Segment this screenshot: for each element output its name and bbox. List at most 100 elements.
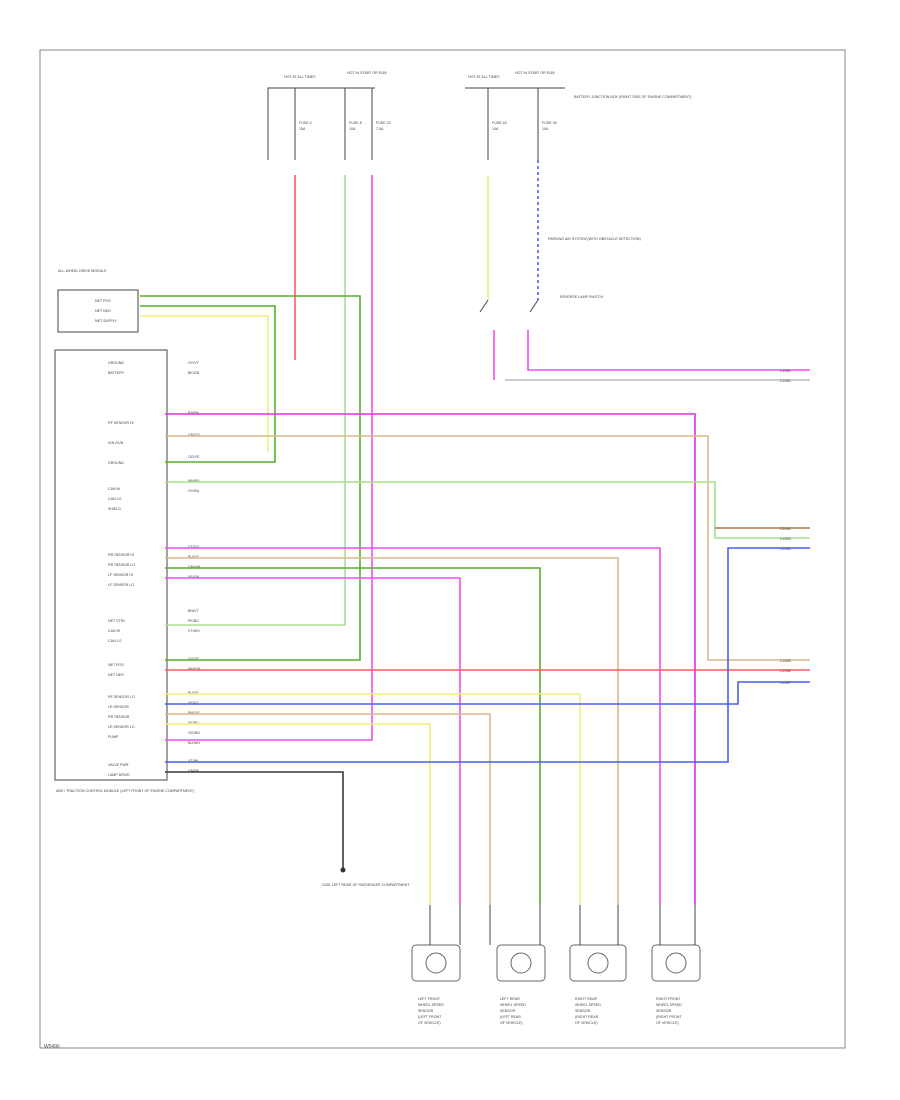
wire-green-awd-2 bbox=[140, 305, 276, 463]
connector-label: C2284 bbox=[780, 547, 791, 551]
connector-label: C2285 bbox=[780, 659, 791, 663]
pin-label: RR SENSOR HI bbox=[108, 553, 134, 557]
wire-code: BU/YE bbox=[188, 691, 199, 695]
fuse-bus bbox=[267, 87, 565, 160]
pin-label: VALVE PWR bbox=[108, 763, 129, 767]
wire-code: VT/OG bbox=[188, 545, 199, 549]
pin-label: SHIELD bbox=[108, 507, 121, 511]
wires bbox=[140, 160, 810, 905]
wire-code: WH/GN bbox=[188, 667, 201, 671]
wire-black-gnd bbox=[165, 771, 344, 868]
wire-code: OG/BN bbox=[188, 731, 200, 735]
pin-label: IGN RUN bbox=[108, 441, 124, 445]
pin-label: NET POS bbox=[108, 663, 124, 667]
diode-note: PARKING AID SYSTEM (WITH OBSTACLE DETECT… bbox=[548, 237, 641, 241]
fuse-3-label: FUSE 22 bbox=[376, 121, 391, 125]
sensor-line: WHEEL SPEED bbox=[575, 1003, 601, 1007]
wire-lightgreen-can bbox=[165, 481, 810, 539]
pin-label: GROUND bbox=[108, 361, 124, 365]
top-box-2: HOT IN START OR RUN bbox=[347, 71, 387, 75]
wire-blue-lamp bbox=[165, 547, 810, 763]
pin-label: GROUND bbox=[108, 461, 124, 465]
sensor-line: SENSOR bbox=[575, 1009, 591, 1013]
pin-label: BATTERY bbox=[108, 371, 125, 375]
awd-pin-1: NET POS bbox=[95, 299, 111, 303]
sensor-line: OF VEHICLE) bbox=[656, 1021, 679, 1025]
wire-code: BU/WH bbox=[188, 741, 200, 745]
wire-pink-rr bbox=[165, 547, 661, 905]
sensor-line: RIGHT FRONT bbox=[656, 997, 681, 1001]
sensor-line: LEFT REAR bbox=[500, 997, 520, 1001]
wire-code: GY/YE bbox=[188, 657, 200, 661]
wire-code: GN/OG bbox=[188, 433, 200, 437]
wire-code: GN/BK bbox=[188, 769, 200, 773]
sensor-leads bbox=[429, 905, 696, 945]
wire-magenta-rf bbox=[165, 413, 696, 905]
sensor-line: WHEEL SPEED bbox=[500, 1003, 526, 1007]
ground-symbol: G301 LEFT REAR OF PASSENGER COMPARTMENT bbox=[322, 867, 410, 887]
sensor-left-rear: LEFT REAR WHEEL SPEED SENSOR (LEFT REAR … bbox=[496, 944, 546, 1025]
wire-pink-diode bbox=[527, 330, 810, 371]
fuse-2-label: FUSE 8 bbox=[349, 121, 362, 125]
wire-code-labels: GY/VT BK/GN RD/BK GN/OG OG/YE WH/BU GY/B… bbox=[188, 361, 201, 773]
fuse-4-rating: 10A bbox=[492, 127, 499, 131]
fuse-1-label: FUSE 4 bbox=[299, 121, 312, 125]
connector-label: C2286 bbox=[780, 669, 791, 673]
wire-code: VT/WH bbox=[188, 629, 200, 633]
fuse-2-rating: 10A bbox=[349, 127, 356, 131]
right-connectors: C2280 C2281 C2282 C2283 C2284 C2285 C228… bbox=[780, 369, 791, 685]
wire-code: WH/BU bbox=[188, 479, 200, 483]
wire-code: PK/BU bbox=[188, 619, 199, 623]
connector-label: C2280 bbox=[780, 369, 791, 373]
sensor-line: (RIGHT REAR bbox=[575, 1015, 599, 1019]
wire-code: VT/BK bbox=[188, 759, 199, 763]
sensor-line: LEFT FRONT bbox=[418, 997, 441, 1001]
pin-label: NET CTRL bbox=[108, 619, 126, 623]
wire-green-fuse bbox=[165, 175, 346, 626]
sensor-line: OF VEHICLE) bbox=[575, 1021, 598, 1025]
awd-module: ALL-WHEEL DRIVE MODULE NET POS NET NEG N… bbox=[57, 269, 139, 333]
fuse-3-rating: 7.5A bbox=[376, 127, 384, 131]
pin-label: LAMP DRIVE bbox=[108, 773, 130, 777]
top-box-1: HOT AT ALL TIMES bbox=[284, 75, 316, 79]
connector-label: C2281 bbox=[780, 379, 791, 383]
wire-code: GN/WH bbox=[188, 565, 201, 569]
top-box-3: HOT AT ALL TIMES bbox=[468, 75, 500, 79]
fuse-5-rating: 10A bbox=[542, 127, 549, 131]
switch-note: REVERSE LAMP SWITCH bbox=[560, 295, 603, 299]
pin-label: RF SENSOR HI bbox=[108, 421, 134, 425]
wire-pink-lf-lo bbox=[165, 577, 461, 905]
pin-label: LF SENSOR LO bbox=[108, 583, 134, 587]
wire-yellow-lr bbox=[165, 723, 431, 905]
sensor-line: SENSOR bbox=[656, 1009, 672, 1013]
abs-module-caption: ABS / TRACTION CONTROL MODULE (LEFT FRON… bbox=[56, 789, 194, 793]
connector-label: C2283 bbox=[780, 537, 791, 541]
fuse-labels: FUSE 4 15A FUSE 8 10A FUSE 22 7.5A FUSE … bbox=[299, 121, 557, 131]
sensor-line: (LEFT FRONT bbox=[418, 1015, 442, 1019]
wire-tan-rr-lo bbox=[165, 557, 619, 905]
sensor-line: SENSOR bbox=[418, 1009, 434, 1013]
module-pin-labels: GROUND BATTERY RF SENSOR HI IGN RUN GROU… bbox=[108, 361, 135, 777]
pin-label: NET NEG bbox=[108, 673, 124, 677]
wire-green-lf bbox=[165, 567, 541, 905]
sensor-line: RIGHT REAR bbox=[575, 997, 598, 1001]
pin-label: LR SENSOR bbox=[108, 705, 129, 709]
connector-label: C2287 bbox=[780, 681, 791, 685]
top-right-note: BATTERY JUNCTION BOX (RIGHT SIDE OF ENGI… bbox=[574, 95, 691, 99]
wire-tan-rr bbox=[165, 713, 491, 905]
wire-code: YE/VT bbox=[188, 701, 199, 705]
pin-label: LF SENSOR HI bbox=[108, 573, 133, 577]
abs-module bbox=[54, 349, 168, 781]
sensor-line: (LEFT REAR bbox=[500, 1015, 521, 1019]
pin-label: CAN LO bbox=[108, 497, 122, 501]
sensor-line: SENSOR bbox=[500, 1009, 516, 1013]
wire-code: BU/GY bbox=[188, 555, 200, 559]
sensor-line: OF VEHICLE) bbox=[418, 1021, 441, 1025]
fuse-1-rating: 15A bbox=[299, 127, 306, 131]
sensor-right-rear: RIGHT REAR WHEEL SPEED SENSOR (RIGHT REA… bbox=[569, 944, 627, 1025]
sensor-line: OF VEHICLE) bbox=[500, 1021, 523, 1025]
wire-code: BK/GN bbox=[188, 371, 200, 375]
wire-code: GY/BU bbox=[188, 489, 200, 493]
wire-green-awd-1 bbox=[140, 295, 361, 661]
